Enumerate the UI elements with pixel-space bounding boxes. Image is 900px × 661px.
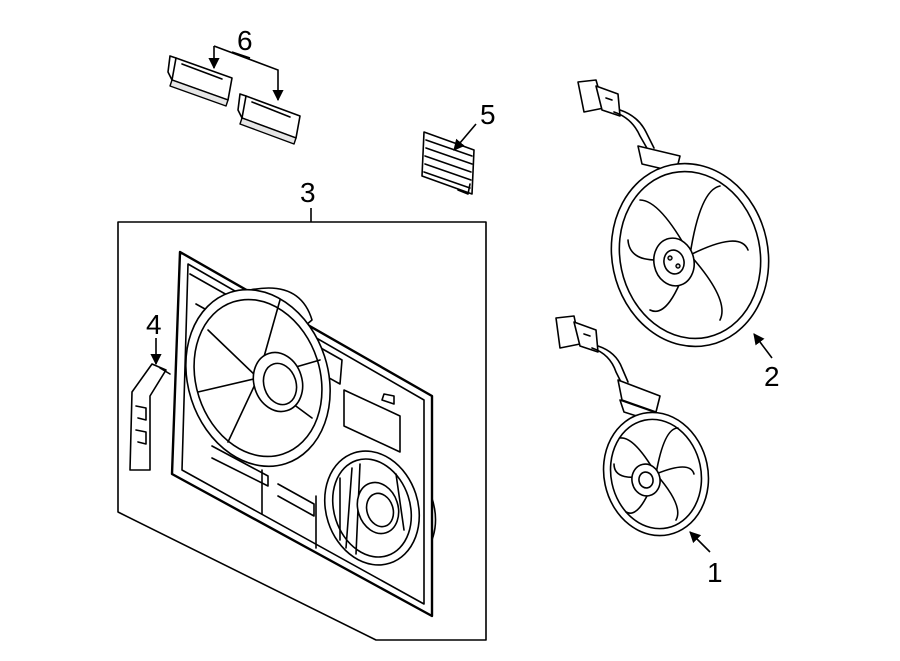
callout-1: 1	[707, 557, 723, 588]
callout-5: 5	[480, 99, 496, 130]
callout-6: 6	[237, 25, 253, 56]
bracket-part-4	[129, 363, 171, 471]
fan-motor-part-2	[577, 79, 770, 348]
label-pad-part-5	[421, 131, 475, 195]
callout-2-leader	[753, 333, 773, 359]
clip-part-6	[167, 55, 301, 145]
shroud-assembly-box	[117, 221, 487, 641]
fan-motor-part-1	[555, 315, 710, 537]
fan-shroud-part-3	[170, 250, 437, 618]
callout-5-leader	[453, 123, 477, 151]
callout-4: 4	[146, 309, 162, 340]
callout-3: 3	[300, 177, 316, 208]
callout-6-leader	[208, 45, 284, 102]
callout-2: 2	[764, 361, 780, 392]
callout-1-leader	[689, 531, 711, 553]
